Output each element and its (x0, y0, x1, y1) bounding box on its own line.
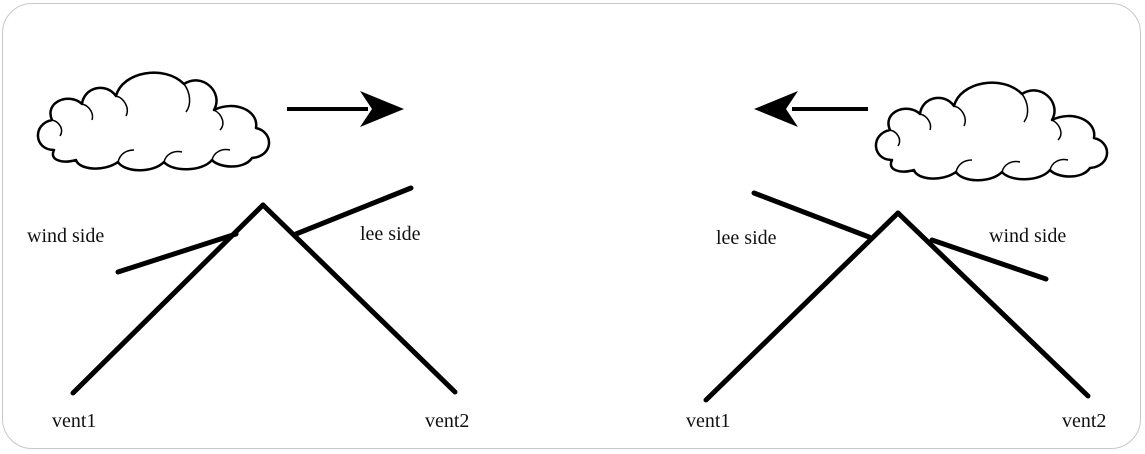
right-lee-side-label: lee side (716, 227, 777, 249)
left-wind-side-label: wind side (27, 225, 104, 247)
right-lee-side-deflector (751, 190, 872, 240)
right-wind-side-deflector (929, 237, 1049, 282)
diagram-frame (2, 3, 1141, 449)
left-roof-right-slope (260, 202, 458, 395)
right-roof-right-slope (895, 210, 1091, 399)
right-wind-arrow-left-icon (754, 91, 868, 127)
left-panel: wind side lee side vent1 vent2 (27, 71, 469, 432)
left-cloud-icon (36, 71, 271, 172)
left-vent2-label: vent2 (425, 410, 469, 432)
right-vent1-label: vent1 (686, 410, 730, 432)
right-panel: lee side wind side vent1 vent2 (686, 81, 1109, 432)
left-lee-side-label: lee side (360, 223, 421, 245)
left-wind-arrow-right-icon (287, 91, 404, 127)
left-lee-side-deflector (293, 185, 414, 237)
right-cloud-icon (874, 81, 1109, 182)
left-wind-side-deflector (115, 231, 239, 275)
left-vent1-label: vent1 (52, 410, 96, 432)
right-roof-left-slope (703, 210, 901, 403)
right-wind-side-label: wind side (989, 225, 1066, 247)
right-vent2-label: vent2 (1062, 410, 1106, 432)
